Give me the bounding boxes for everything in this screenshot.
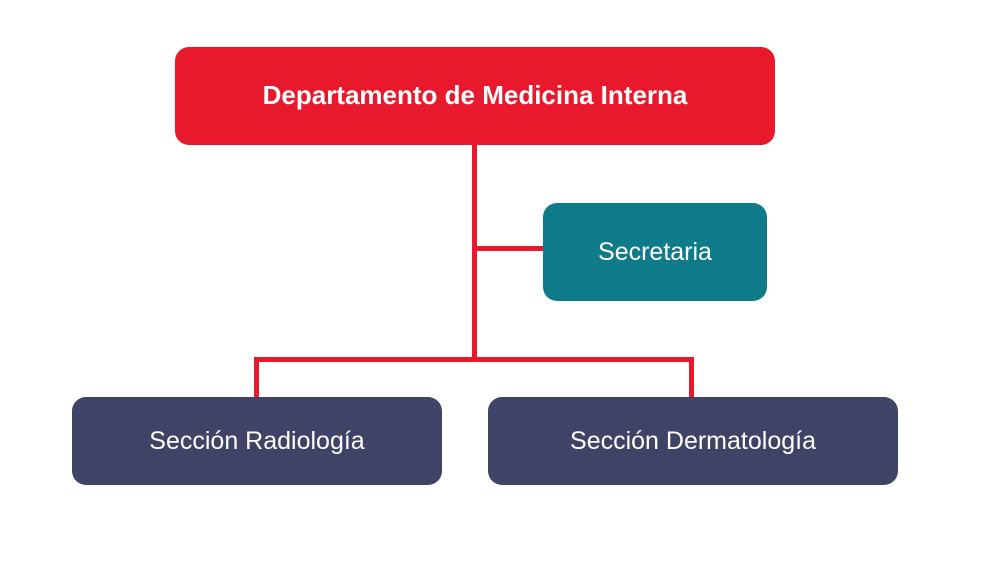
connector-assistant-branch: [475, 246, 543, 251]
node-seccion-dermatologia-label: Sección Dermatología: [570, 427, 816, 455]
connector-children-bus: [254, 357, 694, 362]
connector-drop-left-child: [254, 357, 259, 399]
node-departamento-medicina-interna: Departamento de Medicina Interna: [175, 47, 775, 145]
node-seccion-radiologia-label: Sección Radiología: [149, 427, 365, 455]
node-secretaria: Secretaria: [543, 203, 767, 301]
connector-root-vertical: [472, 145, 477, 360]
node-departamento-label: Departamento de Medicina Interna: [262, 80, 688, 111]
node-seccion-dermatologia: Sección Dermatología: [488, 397, 898, 485]
connector-drop-right-child: [689, 357, 694, 399]
node-seccion-radiologia: Sección Radiología: [72, 397, 442, 485]
node-secretaria-label: Secretaria: [598, 238, 712, 266]
